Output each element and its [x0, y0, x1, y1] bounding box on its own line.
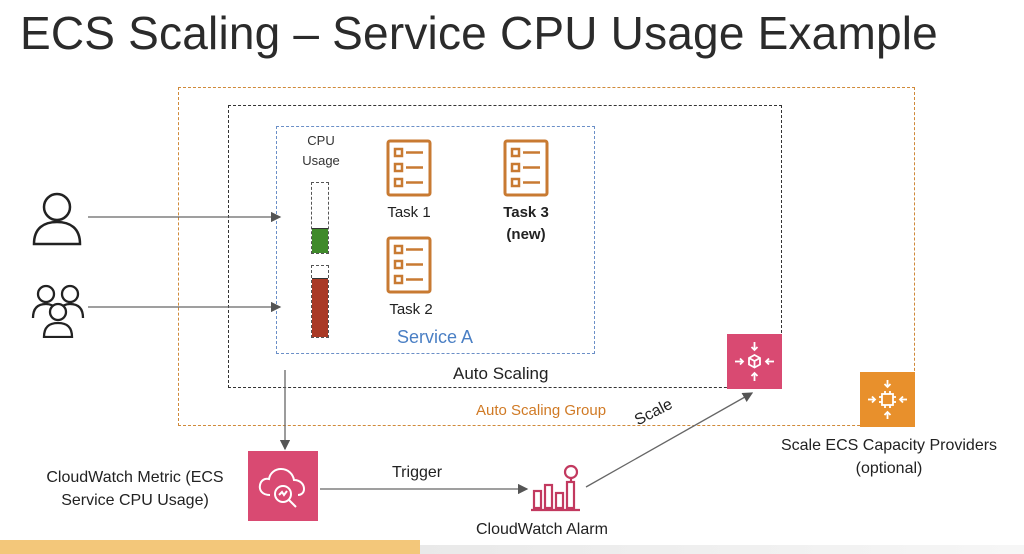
auto-scaling-box — [228, 105, 782, 388]
auto-scaling-group-box — [178, 87, 915, 426]
ecs-capacity-icon — [868, 380, 907, 419]
cpu-bar-1-fill — [312, 227, 328, 253]
cloudwatch-metric-label: CloudWatch Metric (ECS Service CPU Usage… — [46, 469, 224, 509]
auto-scaling-label: Auto Scaling — [453, 364, 549, 383]
task-3-label: Task 3 (new) — [503, 204, 549, 243]
task-2-label: Task 2 — [389, 301, 433, 318]
page-title: ECS Scaling – Service CPU Usage Example — [20, 7, 938, 59]
task-3-icon — [503, 139, 549, 197]
auto-scaling-icon — [735, 342, 774, 381]
ecs-capacity-label: Scale ECS Capacity Providers (optional) — [780, 437, 998, 477]
footer-band — [0, 545, 1024, 554]
task-1-label: Task 1 — [387, 204, 431, 221]
service-box — [276, 126, 595, 354]
cpu-usage-label: CPU Usage — [302, 133, 340, 168]
auto-scaling-group-label: Auto Scaling Group — [476, 402, 607, 419]
cloudwatch-alarm-label: CloudWatch Alarm — [476, 521, 608, 538]
users-group-icon — [31, 284, 85, 338]
service-label: Service A — [397, 327, 474, 347]
alarm-icon — [531, 464, 580, 512]
arrow-alarm-to-autoscaling — [585, 392, 754, 488]
cloudwatch-icon — [258, 467, 306, 508]
cpu-bar-2-fill — [312, 277, 328, 337]
user-icon — [32, 192, 82, 246]
task-2-icon — [386, 236, 432, 294]
trigger-label: Trigger — [392, 464, 443, 481]
cpu-bar-2 — [311, 265, 329, 338]
footer-accent — [0, 540, 420, 554]
cpu-bar-1 — [311, 182, 329, 254]
task-1-icon — [386, 139, 432, 197]
